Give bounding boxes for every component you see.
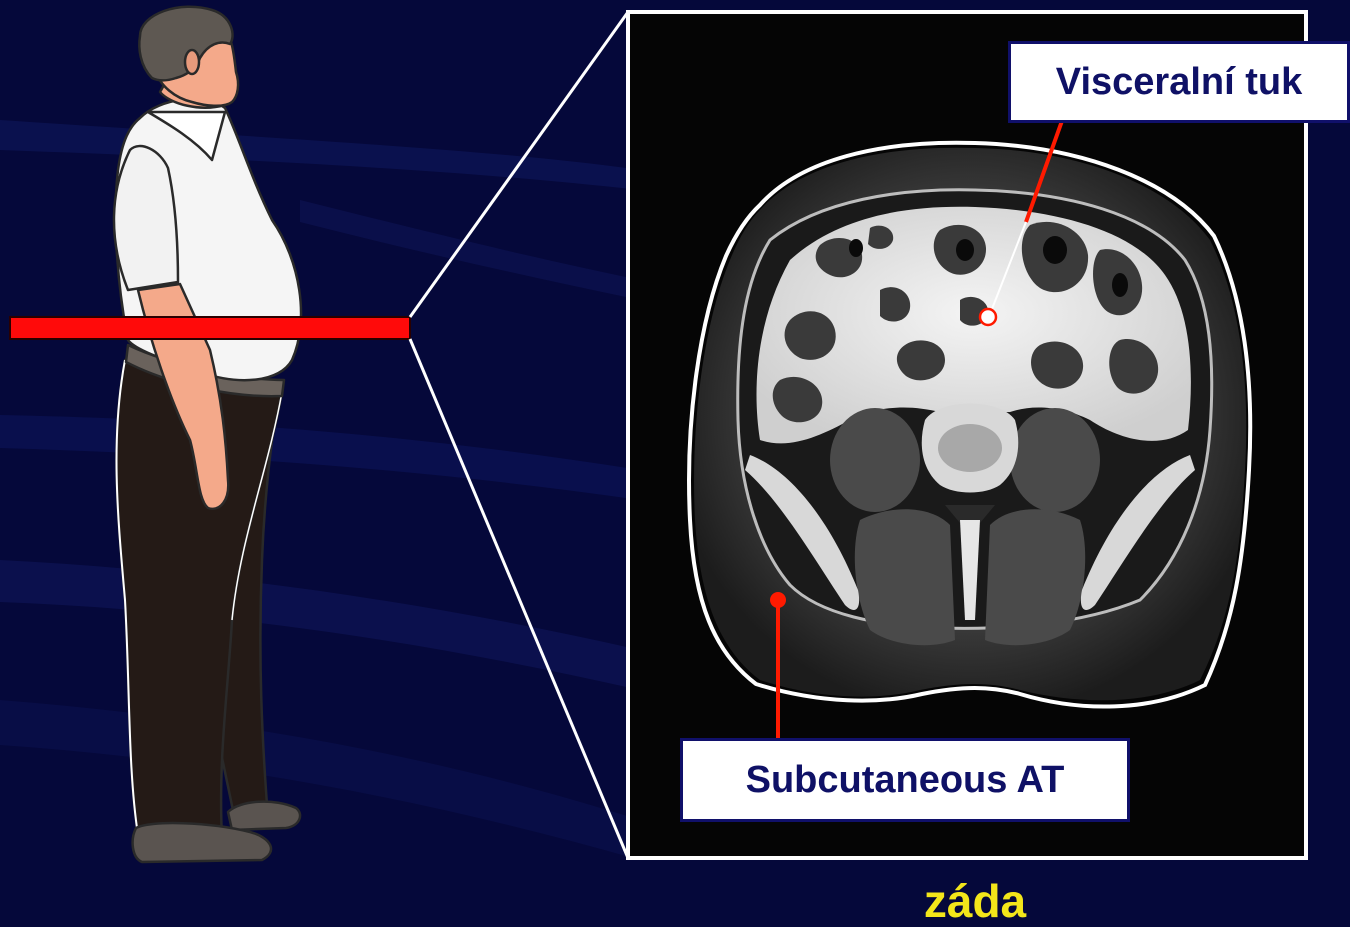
visceral-fat-label: Visceralní tuk <box>1008 41 1350 123</box>
subcutaneous-fat-label-text: Subcutaneous AT <box>746 761 1065 799</box>
background-stripes <box>0 120 640 860</box>
back-caption: záda <box>880 878 1070 924</box>
subcutaneous-fat-label: Subcutaneous AT <box>680 738 1130 822</box>
waist-marker-bar <box>10 317 410 339</box>
ct-scan-image <box>628 12 1306 858</box>
visceral-fat-label-text: Visceralní tuk <box>1056 63 1302 101</box>
